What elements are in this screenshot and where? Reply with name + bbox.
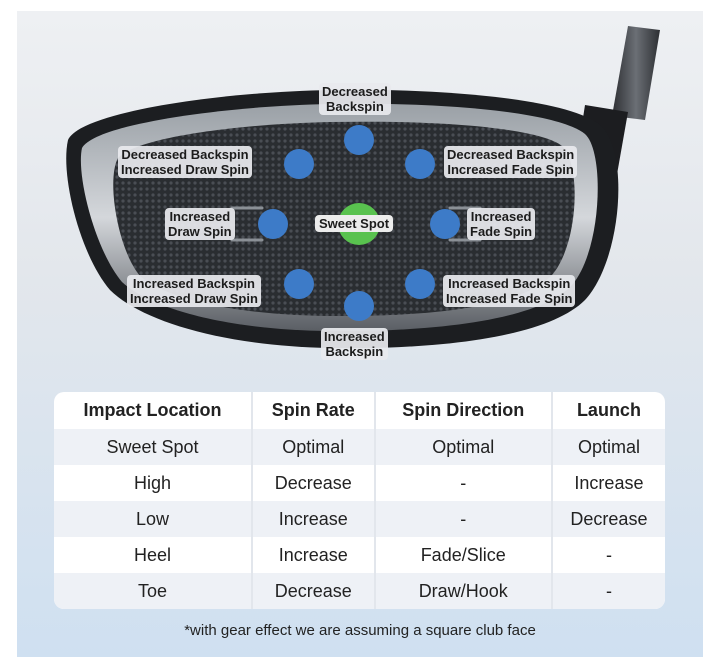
club-shaft bbox=[612, 26, 660, 120]
table-cell: Increase bbox=[251, 537, 374, 573]
table-cell: Decrease bbox=[550, 501, 665, 537]
header-launch: Launch bbox=[550, 392, 665, 429]
table-row: Toe Decrease Draw/Hook - bbox=[54, 573, 665, 609]
impact-dot-top bbox=[344, 125, 374, 155]
table-cell: Decrease bbox=[251, 465, 374, 501]
impact-dot-lower-left bbox=[284, 269, 314, 299]
table-cell: High bbox=[54, 465, 252, 501]
bottom-edge bbox=[0, 657, 720, 668]
table-cell: Low bbox=[54, 501, 252, 537]
table-cell: - bbox=[373, 501, 551, 537]
table-row: Sweet Spot Optimal Optimal Optimal bbox=[54, 429, 665, 465]
table-cell: - bbox=[550, 537, 665, 573]
table-header-row: Impact Location Spin Rate Spin Direction… bbox=[54, 392, 665, 429]
header-spin-direction: Spin Direction bbox=[373, 392, 551, 429]
table-row: Heel Increase Fade/Slice - bbox=[54, 537, 665, 573]
table-cell: Draw/Hook bbox=[373, 573, 551, 609]
impact-dot-lower-right bbox=[405, 269, 435, 299]
table-cell: Heel bbox=[54, 537, 252, 573]
table-cell: - bbox=[373, 465, 551, 501]
label-sweet-spot: Sweet Spot bbox=[315, 215, 394, 232]
top-edge bbox=[0, 0, 720, 11]
header-impact-location: Impact Location bbox=[83, 400, 222, 420]
table-cell: Fade/Slice bbox=[373, 537, 551, 573]
impact-dot-upper-right bbox=[405, 149, 435, 179]
impact-dot-mid-right bbox=[430, 209, 460, 239]
table-row: High Decrease - Increase bbox=[54, 465, 665, 501]
table-cell: Increase bbox=[251, 501, 374, 537]
footnote: *with gear effect we are assuming a squa… bbox=[184, 622, 536, 639]
table-cell: Increase bbox=[550, 465, 665, 501]
impact-table: Impact Location Spin Rate Spin Direction… bbox=[54, 392, 665, 609]
table-cell: Sweet Spot bbox=[54, 429, 252, 465]
impact-dot-bottom bbox=[344, 291, 374, 321]
table-row: Low Increase - Decrease bbox=[54, 501, 665, 537]
table-cell: Toe bbox=[54, 573, 252, 609]
table-cell: Decrease bbox=[251, 573, 374, 609]
table-cell: Optimal bbox=[373, 429, 551, 465]
impact-dot-mid-left bbox=[258, 209, 288, 239]
score-lines bbox=[230, 206, 482, 242]
table-cell: Optimal bbox=[251, 429, 374, 465]
table-cell: - bbox=[550, 573, 665, 609]
header-spin-rate: Spin Rate bbox=[251, 392, 373, 429]
table-cell: Optimal bbox=[550, 429, 665, 465]
impact-dot-upper-left bbox=[284, 149, 314, 179]
